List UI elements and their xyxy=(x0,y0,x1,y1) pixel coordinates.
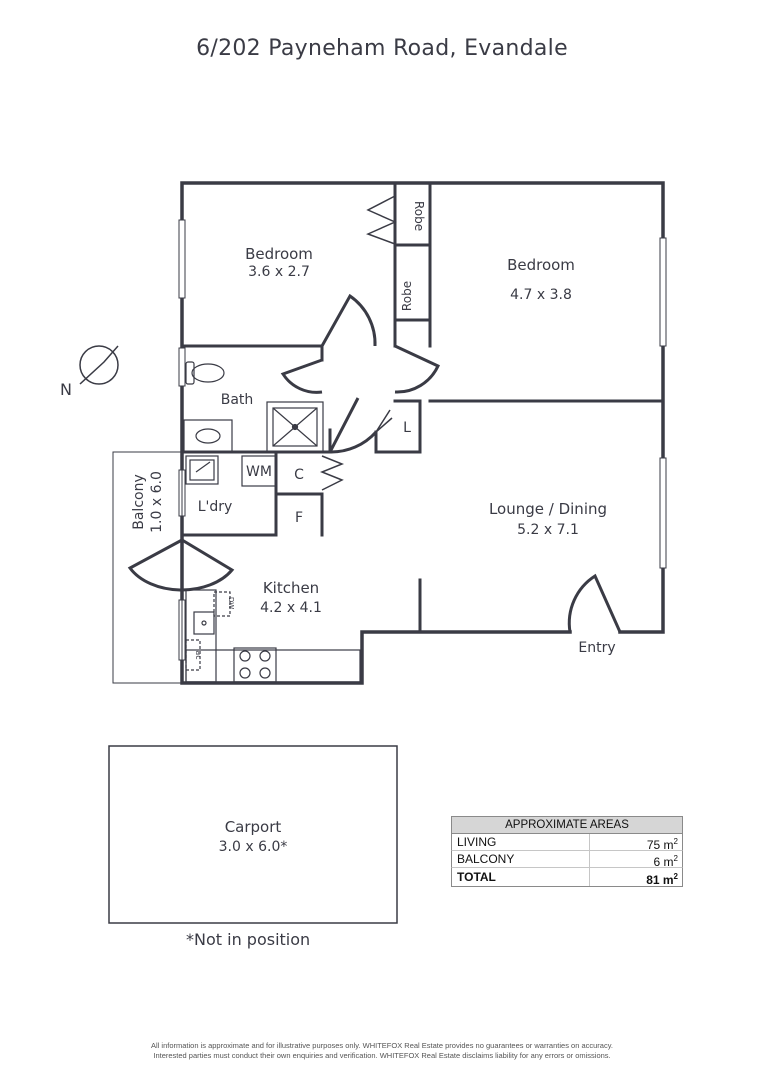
total-label: TOTAL xyxy=(452,868,590,886)
carport-size: 3.0 x 6.0* xyxy=(219,839,288,855)
north-compass-icon xyxy=(79,345,119,385)
balcony-name: Balcony xyxy=(131,474,147,530)
area-label: BALCONY xyxy=(452,851,590,867)
bath-wall xyxy=(180,344,332,454)
robe-door xyxy=(366,195,397,245)
lounge-name: Lounge / Dining xyxy=(489,500,607,518)
disclaimer-line: Interested parties must conduct their ow… xyxy=(153,1051,611,1060)
page-title: 6/202 Payneham Road, Evandale xyxy=(196,36,568,61)
toilet-icon xyxy=(185,361,225,385)
basin-icon xyxy=(183,419,233,453)
bedroom1-door xyxy=(320,293,377,347)
bedroom1-name: Bedroom xyxy=(245,245,313,263)
bedroom2-size: 4.7 x 3.8 xyxy=(510,287,572,303)
fridge-label: F xyxy=(295,510,303,526)
wm-label: WM xyxy=(246,464,272,480)
robe-label-1: Robe xyxy=(412,201,426,231)
bath-label: Bath xyxy=(221,392,254,408)
hall-door xyxy=(327,397,378,454)
entry-door xyxy=(567,573,622,633)
ac-label: ac xyxy=(194,650,203,659)
laundry-label: L'dry xyxy=(198,499,233,515)
disclaimer-line: All information is approximate and for i… xyxy=(150,1041,613,1050)
trough-icon xyxy=(185,455,219,485)
sink-icon xyxy=(193,611,215,635)
ac-outline xyxy=(185,639,201,671)
linen-wall xyxy=(374,399,422,454)
cupboard-door xyxy=(319,455,345,491)
dw-label: DW xyxy=(227,597,235,609)
total-value: 81 m2 xyxy=(646,872,678,887)
table-row-total: TOTAL 81 m2 xyxy=(451,868,683,887)
table-row: LIVING 75 m2 xyxy=(451,834,683,852)
window xyxy=(659,237,667,347)
window xyxy=(178,219,186,299)
shower-icon xyxy=(266,401,324,453)
bedroom2-name: Bedroom xyxy=(507,256,575,274)
dishwasher-outline xyxy=(213,591,231,617)
window xyxy=(659,457,667,569)
cooktop-icon xyxy=(233,647,277,683)
entry-label: Entry xyxy=(578,640,615,656)
kitchen-bench xyxy=(185,589,217,683)
balcony-size: 1.0 x 6.0 xyxy=(149,471,165,533)
carport-outline xyxy=(108,745,398,924)
disclaimer: All information is approximate and for i… xyxy=(0,1041,764,1061)
robe-label-2: Robe xyxy=(400,281,414,311)
balcony-door xyxy=(127,538,235,592)
compass-north-label: N xyxy=(60,380,72,399)
areas-table-header: APPROXIMATE AREAS xyxy=(451,816,683,834)
area-value: 6 m2 xyxy=(653,854,678,869)
balcony-outline xyxy=(112,451,183,684)
kitchen-name: Kitchen xyxy=(263,579,319,597)
areas-table: APPROXIMATE AREAS LIVING 75 m2 BALCONY 6… xyxy=(451,816,683,887)
bath-door xyxy=(280,358,323,394)
lounge-size: 5.2 x 7.1 xyxy=(517,522,579,538)
table-row: BALCONY 6 m2 xyxy=(451,851,683,869)
bedroom1-size: 3.6 x 2.7 xyxy=(248,264,310,280)
not-in-position-note: *Not in position xyxy=(186,930,311,949)
area-label: LIVING xyxy=(452,834,590,850)
linen-label: L xyxy=(403,420,411,436)
bedroom2-door xyxy=(394,344,440,394)
kitchen-bench-bottom xyxy=(185,649,361,683)
window xyxy=(178,347,186,387)
kitchen-size: 4.2 x 4.1 xyxy=(260,600,322,616)
linen-door xyxy=(375,409,393,433)
cupboard-label: C xyxy=(294,467,304,483)
area-value: 75 m2 xyxy=(646,837,678,852)
wm-box xyxy=(241,455,277,487)
carport-name: Carport xyxy=(225,818,282,836)
robe-wall xyxy=(393,181,432,348)
